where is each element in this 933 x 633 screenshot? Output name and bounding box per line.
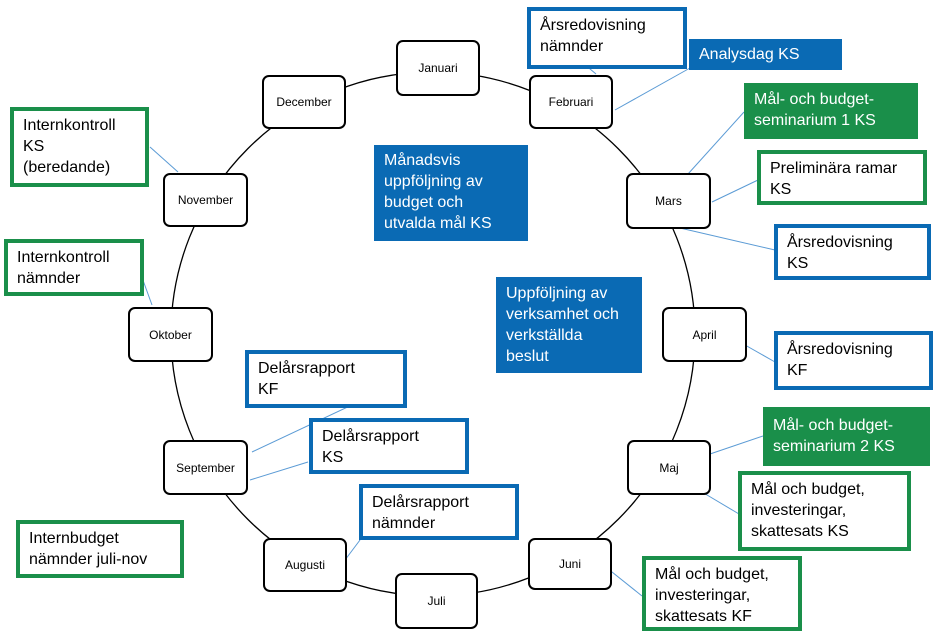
event-internbudget: Internbudget nämnder juli-nov [16, 520, 184, 578]
month-februari: Februari [529, 75, 613, 129]
month-oktober: Oktober [128, 307, 213, 362]
event-arsredovisning-ks: Årsredovisning KS [774, 224, 931, 280]
connector-line [701, 491, 740, 515]
month-augusti: Augusti [263, 538, 347, 592]
month-november: November [163, 173, 248, 227]
event-delarsrapport-ks: Delårsrapport KS [309, 418, 469, 474]
month-december: December [262, 75, 346, 129]
connector-line [606, 567, 643, 597]
event-delarsrapport-kf: Delårsrapport KF [245, 350, 407, 408]
center-manadsvis-uppfoljning: Månadsvis uppföljning av budget och utva… [374, 145, 528, 241]
connector-line [687, 111, 745, 175]
month-januari: Januari [396, 40, 480, 96]
event-mal-budget-kf: Mål och budget, investeringar, skattesat… [642, 556, 802, 631]
month-april: April [662, 307, 747, 362]
event-mal-budget-ks: Mål och budget, investeringar, skattesat… [738, 471, 911, 551]
event-internkontroll-namnder: Internkontroll nämnder [4, 239, 144, 296]
month-mars: Mars [626, 173, 711, 229]
event-mal-budgetseminarium-1: Mål- och budget- seminarium 1 KS [744, 83, 918, 139]
month-juli: Juli [395, 573, 478, 629]
month-september: September [163, 440, 248, 495]
connector-line [679, 227, 776, 251]
event-preliminara-ramar: Preliminära ramar KS [757, 150, 927, 205]
event-internkontroll-ks: Internkontroll KS (beredande) [10, 107, 149, 187]
connector-line [711, 179, 759, 203]
connector-line [744, 344, 776, 363]
connector-line [344, 539, 361, 561]
connector-line [149, 146, 179, 173]
connector-line [614, 67, 691, 111]
event-delarsrapport-namnder: Delårsrapport nämnder [359, 484, 519, 540]
month-juni: Juni [528, 538, 612, 590]
event-mal-budgetseminarium-2: Mål- och budget- seminarium 2 KS [763, 407, 930, 466]
center-uppfoljning-verksamhet: Uppföljning av verksamhet och verkställd… [496, 277, 642, 373]
connector-line [249, 461, 309, 481]
event-arsredovisning-namnder: Årsredovisning nämnder [527, 7, 687, 69]
event-arsredovisning-kf: Årsredovisning KF [774, 331, 933, 390]
connector-line [709, 435, 764, 455]
event-analysdag-ks: Analysdag KS [689, 39, 842, 70]
month-maj: Maj [627, 440, 711, 495]
